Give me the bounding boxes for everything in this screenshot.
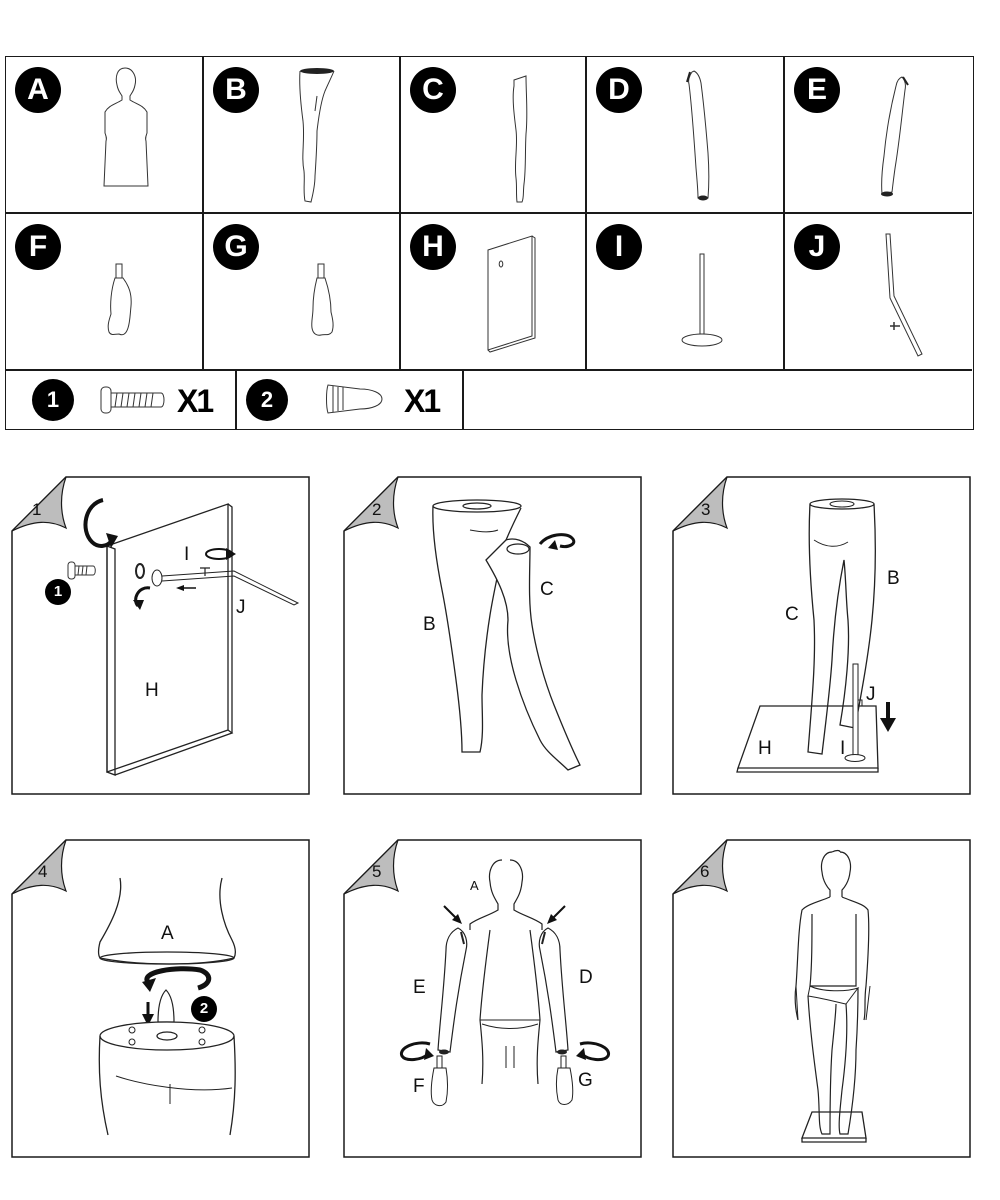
part-cell-c: C [400,56,586,212]
step-1-label-j: J [236,597,246,618]
part-cell-d: D [586,56,784,212]
hardware-cell-2: 2 X1 [236,369,463,431]
step-number-1: 1 [32,500,42,519]
step-5-label-a: A [470,878,479,893]
hardware-badge-1: 1 [32,379,74,421]
part-badge-a: A [15,67,61,113]
hardware-qty-1: X1 [177,383,214,419]
step-1-screw-badge: 1 [45,579,71,605]
base-plate-icon [487,235,536,353]
hardware-qty-2: X1 [404,383,441,419]
part-cell-j: J [784,212,974,369]
step-number-5: 5 [372,862,382,881]
part-cell-a: A [5,56,203,212]
step-3-label-j: J [866,684,876,705]
step-5-label-e: E [413,977,426,998]
hardware-badge-2: 2 [246,379,288,421]
step-2-label-c: C [540,579,554,600]
parts-table [5,56,974,430]
part-cell-g: G [203,212,400,369]
part-cell-f: F [5,212,203,369]
step-number-2: 2 [372,500,382,519]
step-4-connector-badge: 2 [191,996,217,1022]
left-leg-icon [512,75,528,203]
stand-pole-icon [681,253,723,347]
step-number-4: 4 [38,862,48,881]
step-2-label-b: B [423,614,436,635]
step-number-3: 3 [701,500,711,519]
step-3-label-b: B [887,568,900,589]
part-badge-f: F [15,224,61,270]
part-cell-e: E [784,56,974,212]
part-cell-i: I [586,212,784,369]
step-1-label-h: H [145,680,159,701]
right-arm-icon [881,76,909,197]
step-3-label-c: C [785,604,799,625]
step-4-label-a: A [161,923,174,944]
step-1-label-i: I [184,544,190,565]
part-badge-d: D [596,67,642,113]
right-hand-icon [107,263,132,336]
part-badge-i: I [596,224,642,270]
left-hand-icon [311,263,334,336]
step-5-label-f: F [413,1076,425,1097]
connector-icon [326,384,383,414]
part-cell-b: B [203,56,400,212]
part-badge-g: G [213,224,259,270]
part-badge-b: B [213,67,259,113]
step-3-label-i: I [840,738,846,759]
screw-icon [100,386,165,414]
left-arm-icon [686,70,710,201]
step-5-label-g: G [578,1070,593,1091]
part-badge-c: C [410,67,456,113]
part-cell-h: H [400,212,586,369]
right-leg-icon [299,68,335,203]
part-badge-h: H [410,224,456,270]
step-3-label-h: H [758,738,772,759]
step-5-label-d: D [579,967,593,988]
part-badge-e: E [794,67,840,113]
torso-icon [103,67,149,187]
step-number-6: 6 [700,862,710,881]
hardware-cell-1: 1 X1 [5,369,236,431]
part-badge-j: J [794,224,840,270]
support-rod-icon [885,233,923,357]
